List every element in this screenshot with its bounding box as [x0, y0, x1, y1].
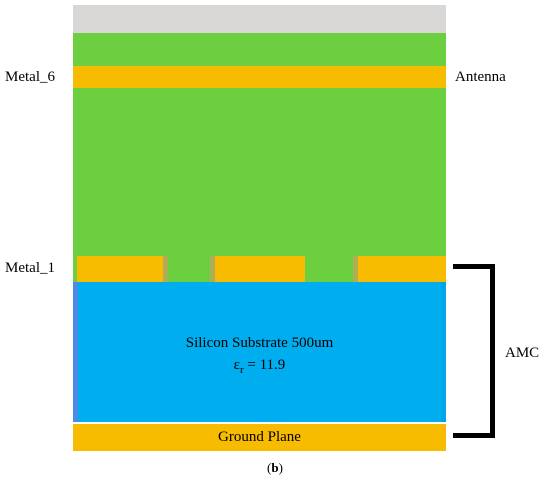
amc-patch — [358, 256, 446, 282]
amc-patch-edge — [163, 256, 168, 282]
metal1-label: Metal_1 — [5, 260, 55, 276]
caption-close: ) — [278, 460, 283, 475]
caption-open: ( — [267, 460, 272, 475]
metal6-label: Metal_6 — [5, 69, 55, 85]
amc-patch — [77, 256, 163, 282]
amc-bracket — [453, 264, 495, 438]
antenna-metal-layer — [73, 66, 446, 88]
passivation-layer — [73, 5, 446, 33]
substrate-edge — [441, 282, 446, 422]
silicon-substrate — [73, 282, 446, 422]
epsilon-subscript: r — [239, 364, 244, 376]
epsilon-symbol: ε — [233, 357, 240, 373]
caption-letter: b — [271, 460, 279, 475]
antenna-label: Antenna — [455, 69, 506, 85]
amc-patch-edge — [353, 256, 358, 282]
substrate-title: Silicon Substrate 500um — [185, 335, 334, 351]
metal1-amc-row — [73, 256, 446, 282]
permittivity-label: εr = 11.9 — [73, 358, 446, 376]
amc-label: AMC — [505, 345, 540, 361]
substrate-edge — [73, 282, 78, 422]
figure-caption: (b) — [0, 461, 550, 474]
ground-plane-label: Ground Plane — [218, 429, 301, 445]
amc-patch — [215, 256, 305, 282]
ground-plane-layer — [73, 424, 446, 451]
epsilon-value: = 11.9 — [243, 357, 286, 373]
amc-patch-edge — [210, 256, 215, 282]
